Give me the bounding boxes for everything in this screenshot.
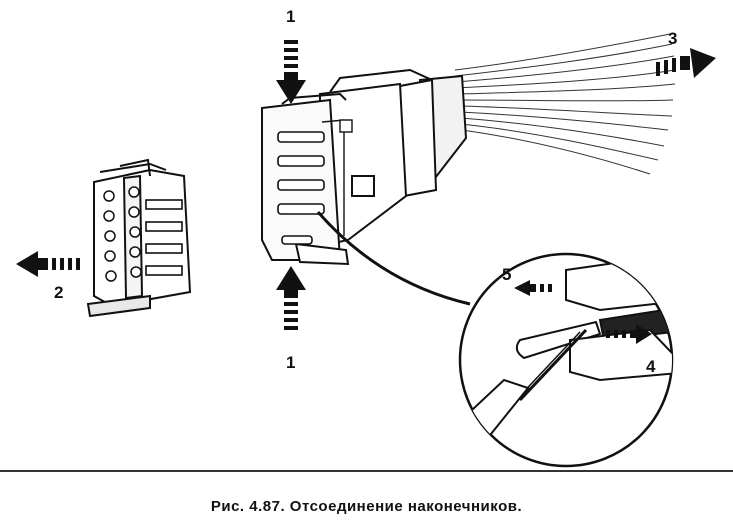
callout-1-bottom: 1 <box>286 353 295 372</box>
arrow-3 <box>656 48 716 78</box>
arrow-1-bottom <box>276 266 306 330</box>
arrow-2 <box>16 251 80 277</box>
callout-1-top: 1 <box>286 7 295 26</box>
caption-divider <box>0 470 733 472</box>
magnified-detail <box>458 252 674 468</box>
figure-caption: Рис. 4.87. Отсоединение наконечников. <box>210 498 523 515</box>
connector-housing <box>261 68 468 266</box>
callout-5: 5 <box>502 265 511 284</box>
magnifier-leader <box>316 211 471 306</box>
callout-2: 2 <box>54 283 63 302</box>
callout-4: 4 <box>646 357 656 376</box>
callout-3: 3 <box>668 29 677 48</box>
wire-bundle <box>454 33 676 175</box>
terminal-lock-insert <box>86 158 192 318</box>
arrow-1-top <box>276 40 306 104</box>
